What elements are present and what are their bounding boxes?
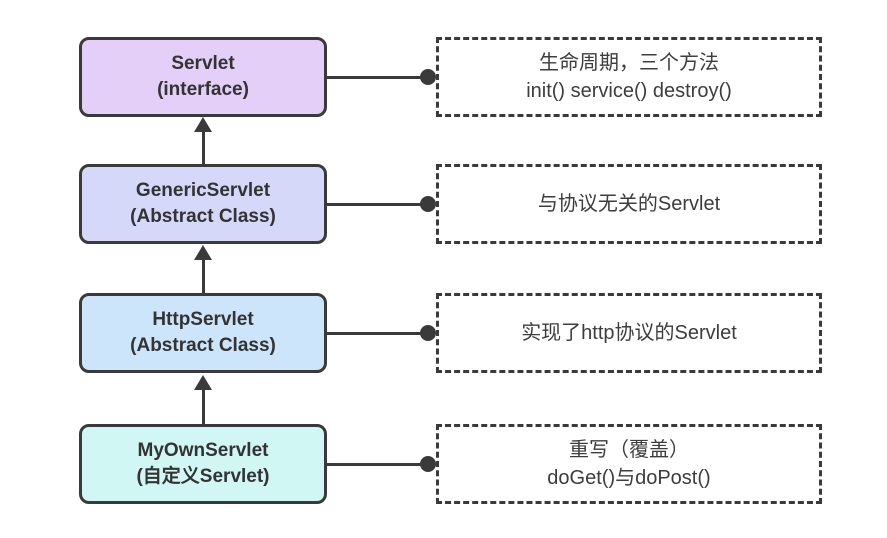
note-line: init() service() destroy() [526, 80, 732, 102]
note-line: 重写（覆盖） [569, 439, 689, 461]
arrow-head-icon [194, 117, 212, 132]
class-subtitle: (Abstract Class) [130, 335, 276, 356]
inheritance-arrow [194, 117, 212, 164]
diagram-row-servlet: Servlet (interface) 生命周期，三个方法 init() ser… [0, 37, 887, 117]
diagram-row-my-own-servlet: MyOwnServlet (自定义Servlet) 重写（覆盖） doGet()… [0, 424, 887, 504]
class-box-my-own-servlet: MyOwnServlet (自定义Servlet) [79, 424, 327, 504]
diagram-row-generic-servlet: GenericServlet (Abstract Class) 与协议无关的Se… [0, 164, 887, 244]
connector-line [325, 462, 425, 466]
class-title: HttpServlet [152, 309, 254, 331]
arrow-line [201, 388, 205, 424]
class-box-http-servlet: HttpServlet (Abstract Class) [79, 293, 327, 373]
note-box-generic-servlet: 与协议无关的Servlet [436, 164, 822, 244]
arrow-line [201, 130, 205, 164]
class-subtitle: (Abstract Class) [130, 206, 276, 227]
class-subtitle: (自定义Servlet) [136, 466, 270, 487]
connector-dot [420, 456, 436, 472]
connector-dot [420, 196, 436, 212]
note-box-my-own-servlet: 重写（覆盖） doGet()与doPost() [436, 424, 822, 504]
class-box-servlet: Servlet (interface) [79, 37, 327, 117]
note-line: doGet()与doPost() [547, 467, 711, 489]
note-line: 实现了http协议的Servlet [521, 322, 737, 344]
arrow-head-icon [194, 375, 212, 390]
connector-line [325, 202, 425, 206]
class-box-generic-servlet: GenericServlet (Abstract Class) [79, 164, 327, 244]
connector-line [325, 331, 425, 335]
note-box-http-servlet: 实现了http协议的Servlet [436, 293, 822, 373]
arrow-head-icon [194, 245, 212, 260]
class-title: Servlet [171, 53, 235, 75]
class-subtitle: (interface) [157, 79, 249, 100]
connector-dot [420, 325, 436, 341]
note-line: 生命周期，三个方法 [539, 52, 719, 74]
connector-dot [420, 69, 436, 85]
diagram-row-http-servlet: HttpServlet (Abstract Class) 实现了http协议的S… [0, 293, 887, 373]
inheritance-arrow [194, 245, 212, 293]
note-line: 与协议无关的Servlet [537, 193, 721, 215]
arrow-line [201, 258, 205, 293]
class-title: MyOwnServlet [137, 440, 269, 462]
note-box-servlet: 生命周期，三个方法 init() service() destroy() [436, 37, 822, 117]
connector-line [325, 75, 425, 79]
class-title: GenericServlet [135, 180, 271, 202]
inheritance-arrow [194, 375, 212, 424]
